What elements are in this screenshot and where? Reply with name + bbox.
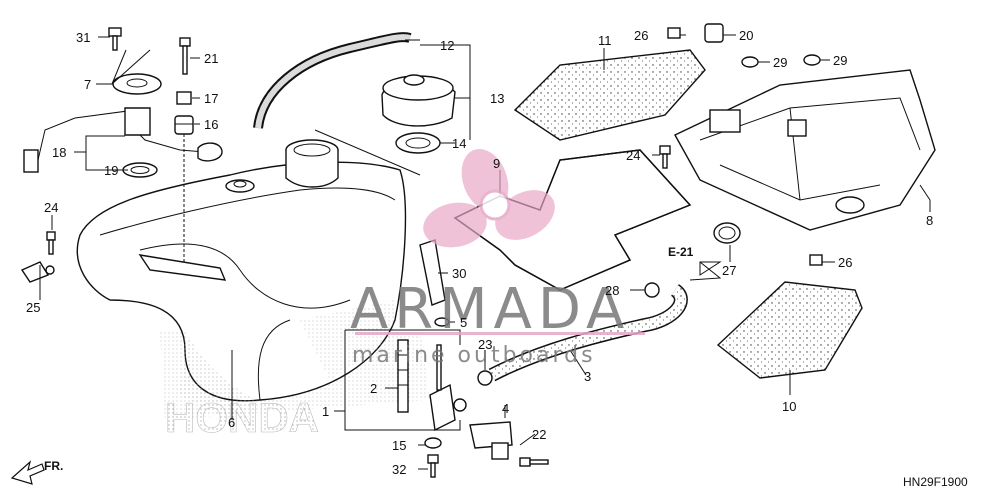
callout-23: 23	[478, 337, 492, 352]
tube-clip-28	[644, 282, 660, 298]
callout-21: 21	[204, 51, 218, 66]
callout-20: 20	[739, 28, 753, 43]
callout-10: 10	[782, 399, 796, 414]
callout-4: 4	[502, 401, 509, 416]
diagram-code: HN29F1900	[903, 475, 968, 489]
fuel-strainer	[397, 339, 409, 413]
band-27	[713, 222, 741, 244]
fuel-filler-cap	[381, 74, 456, 127]
setting-ring	[112, 73, 162, 95]
under-cover	[674, 69, 936, 231]
collar-17	[176, 91, 192, 105]
callout-26-top: 26	[634, 28, 648, 43]
front-arrow-icon	[10, 460, 45, 485]
fuel-valve-assembly	[429, 344, 467, 432]
callout-7: 7	[84, 77, 91, 92]
watermark-underline	[355, 332, 645, 335]
callout-15: 15	[392, 438, 406, 453]
callout-30: 30	[452, 266, 466, 281]
honda-logo-text: HONDA	[165, 394, 319, 441]
callout-1: 1	[322, 404, 329, 419]
e21-reference: E-21	[668, 245, 722, 281]
callout-22: 22	[532, 427, 546, 442]
flange-bolt-21	[179, 37, 191, 75]
callout-16: 16	[204, 117, 218, 132]
tube-clip-23	[477, 370, 493, 386]
breather-tube	[253, 32, 412, 129]
cushion-20	[704, 23, 724, 43]
callout-5: 5	[460, 315, 467, 330]
bolt-32	[427, 454, 439, 478]
bolt-22	[519, 457, 549, 467]
callout-14: 14	[452, 136, 466, 151]
fuel-tube	[488, 284, 688, 382]
callout-9: 9	[493, 156, 500, 171]
callout-11: 11	[598, 33, 612, 48]
side-mat	[716, 281, 863, 379]
callout-3: 3	[584, 369, 591, 384]
bolt-24-left	[46, 231, 56, 255]
watermark-tagline: marine outboards	[352, 343, 596, 368]
callout-32: 32	[392, 462, 406, 477]
cushion-16	[174, 115, 194, 135]
callout-31: 31	[76, 30, 90, 45]
callout-17: 17	[204, 91, 218, 106]
callout-24-center: 24	[626, 148, 640, 163]
grommet-29-right	[803, 54, 821, 66]
sender-packing	[122, 162, 158, 178]
e21-reference-label: E-21	[668, 245, 694, 259]
front-direction-indicator: FR.	[10, 459, 63, 485]
callout-labels: 31 7 21 17 16 18 19 24 25 6 12 13 14 9 1…	[26, 28, 933, 477]
clip-26-bottom	[809, 254, 823, 266]
fuel-joint	[469, 421, 513, 460]
callout-18: 18	[52, 145, 66, 160]
grommet-29-left	[741, 56, 759, 68]
callout-8: 8	[926, 213, 933, 228]
callout-13: 13	[490, 91, 504, 106]
propeller-logo-icon	[423, 149, 555, 248]
clip-25	[20, 261, 55, 283]
callout-26-bottom: 26	[838, 255, 852, 270]
fuel-level-sender	[23, 107, 223, 173]
armada-watermark: ARMADA marine outboards	[350, 149, 645, 368]
fuel-tank	[76, 139, 407, 420]
seat-mat	[513, 49, 706, 141]
tank-bracket	[419, 239, 446, 306]
callout-29-right: 29	[833, 53, 847, 68]
flange-bolt-31	[108, 27, 122, 51]
callout-19: 19	[104, 163, 118, 178]
bolt-24-center	[659, 145, 671, 169]
callout-28: 28	[605, 283, 619, 298]
clip-26-top	[667, 27, 681, 39]
callout-29-left: 29	[773, 55, 787, 70]
callout-12: 12	[440, 38, 454, 53]
callout-6: 6	[228, 415, 235, 430]
leader-lines	[39, 34, 931, 470]
front-direction-label: FR.	[44, 459, 63, 473]
cap-gasket	[395, 132, 441, 154]
callout-2: 2	[370, 381, 377, 396]
watermark-brand: ARMADA	[350, 277, 630, 342]
callout-27: 27	[722, 263, 736, 278]
callout-24-left: 24	[44, 200, 58, 215]
washer-15	[424, 437, 442, 449]
callout-25: 25	[26, 300, 40, 315]
